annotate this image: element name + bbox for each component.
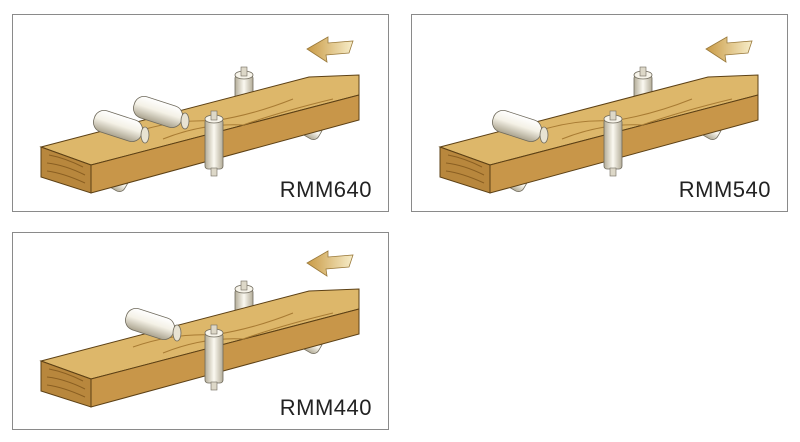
feed-direction-arrow-icon: [307, 37, 353, 62]
diagram-panel-rmm640: RMM640: [12, 14, 389, 212]
vertical-roller-front: [205, 325, 223, 390]
vertical-roller-front: [205, 111, 223, 176]
diagram-panel-rmm440: RMM440: [12, 232, 389, 430]
feed-direction-arrow-icon: [307, 251, 353, 276]
vertical-roller-front: [604, 111, 622, 176]
diagram-panel-rmm540: RMM540: [411, 14, 788, 212]
feed-direction-arrow-icon: [706, 37, 752, 62]
model-label: RMM440: [280, 395, 372, 421]
model-label: RMM640: [280, 177, 372, 203]
model-label: RMM540: [679, 177, 771, 203]
